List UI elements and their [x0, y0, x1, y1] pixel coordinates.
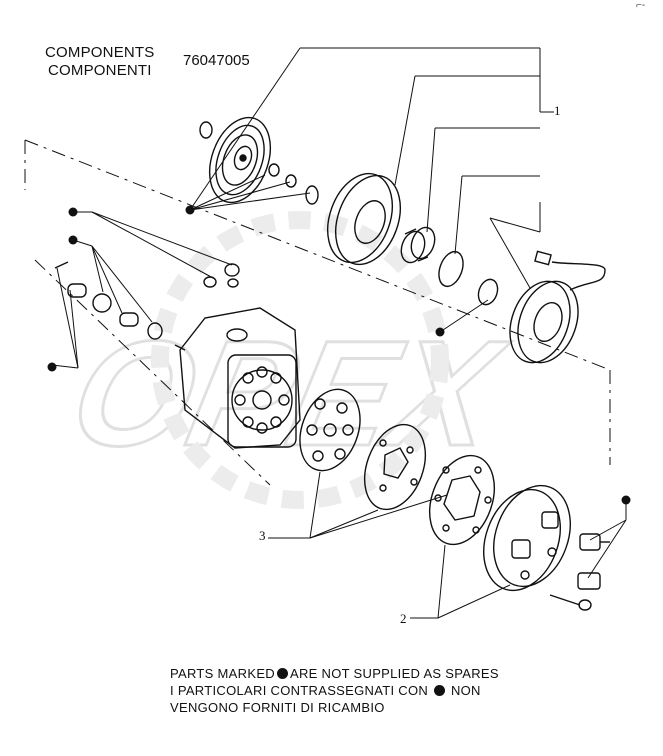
svg-text:OPEX: OPEX — [58, 311, 518, 478]
title-line1: COMPONENTS — [45, 44, 155, 61]
footer-note-line3: VENGONO FORNITI DI RICAMBIO — [170, 700, 385, 715]
footer-note-line2: I PARTICOLARI CONTRASSEGNATI CON NON — [170, 683, 481, 699]
service-valves — [577, 533, 610, 590]
bearing — [400, 226, 436, 264]
shaft-seal-parts — [54, 261, 240, 340]
compressor-body — [174, 307, 301, 449]
leader-lines — [51, 47, 627, 619]
clutch-hub — [199, 116, 319, 205]
footer-line2-after: NON — [450, 683, 481, 698]
bullet-icon — [434, 685, 446, 696]
pulley — [327, 172, 401, 266]
footer-line1-after: ARE NOT SUPPLIED AS SPARES — [289, 666, 499, 681]
gasket-plate — [299, 388, 361, 472]
callout-dots — [47, 205, 631, 505]
callout-ref-3: 3 — [259, 528, 266, 543]
watermark: OPEX — [57, 211, 520, 509]
callout-ref-1: 1 — [554, 103, 561, 118]
part-number: 76047005 — [183, 52, 250, 69]
assembly-axis — [24, 139, 611, 486]
title-line2: COMPONENTI — [48, 62, 152, 79]
corner-mark: ⌐- — [636, 0, 646, 11]
footer-line1-before: PARTS MARKED — [170, 666, 275, 681]
cylinder-head — [483, 484, 592, 611]
footer-line2-before: I PARTICOLARI CONTRASSEGNATI CON — [170, 683, 429, 698]
bullet-icon — [276, 668, 288, 679]
callout-ref-2: 2 — [400, 611, 407, 626]
field-coil — [509, 250, 606, 364]
footer-note-line1: PARTS MARKED ARE NOT SUPPLIED AS SPARES — [170, 666, 499, 682]
snap-rings — [438, 250, 499, 306]
head-gasket — [429, 454, 495, 546]
valve-plate — [363, 423, 427, 511]
